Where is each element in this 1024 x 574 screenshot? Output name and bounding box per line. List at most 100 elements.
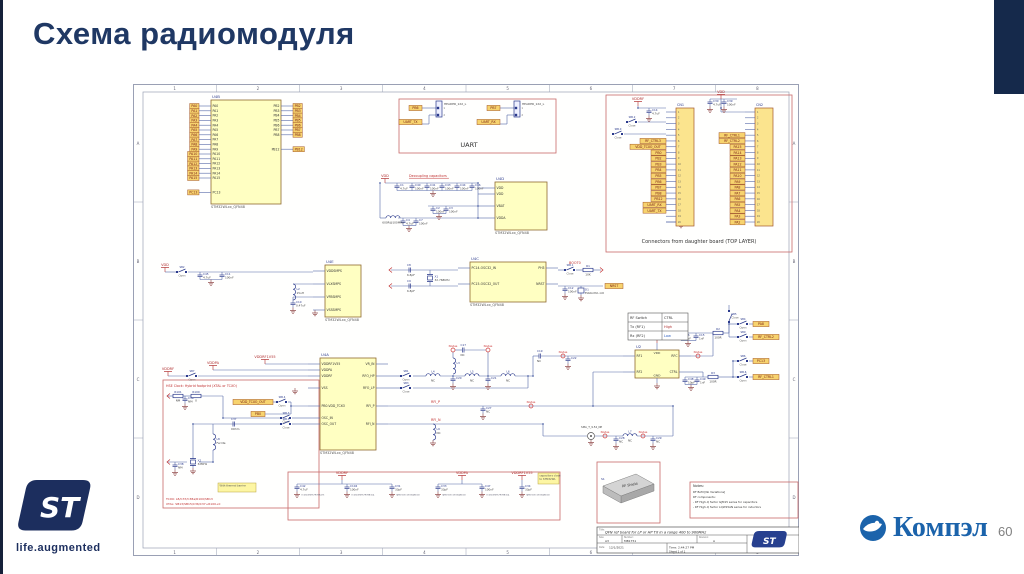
svg-text:NC: NC xyxy=(486,410,490,414)
svg-text:PB3: PB3 xyxy=(295,109,301,113)
svg-text:100nF: 100nF xyxy=(350,488,359,492)
svg-text:Open: Open xyxy=(189,378,196,382)
test-node: Nodes xyxy=(559,350,568,359)
svg-text:9: 9 xyxy=(757,157,759,160)
svg-text:PA7: PA7 xyxy=(191,138,197,142)
net-label: PA6 xyxy=(729,196,746,202)
net-label: PA12 xyxy=(729,161,746,168)
svg-text:C45: C45 xyxy=(203,272,209,276)
svg-text:PB4: PB4 xyxy=(295,114,301,118)
svg-text:19: 19 xyxy=(678,215,681,218)
svg-text:C3: C3 xyxy=(449,206,453,210)
svg-text:11: 11 xyxy=(678,169,681,172)
svg-text:1: 1 xyxy=(173,550,176,555)
ground-symbol xyxy=(707,106,713,113)
svg-text:7: 7 xyxy=(757,146,759,149)
sma-connector xyxy=(587,432,595,440)
test-node: Nodes xyxy=(601,430,610,439)
svg-text:C31: C31 xyxy=(395,484,401,488)
svg-text:SMA_T_9.52_NP: SMA_T_9.52_NP xyxy=(581,425,603,429)
svg-text:Close: Close xyxy=(566,272,573,276)
net-label: PA3 xyxy=(729,213,746,220)
ground-symbol xyxy=(436,213,442,220)
net-label: NRST xyxy=(604,283,624,289)
svg-text:C38: C38 xyxy=(178,462,184,466)
svg-text:CN1: CN1 xyxy=(677,103,684,107)
svg-text:Close: Close xyxy=(628,124,635,128)
svg-text:C47: C47 xyxy=(485,484,491,488)
junction-dot xyxy=(720,107,722,109)
svg-text:Nodes: Nodes xyxy=(639,430,648,434)
svg-text:C8: C8 xyxy=(407,263,411,267)
svg-text:32.768KHz: 32.768KHz xyxy=(435,278,451,282)
net-label: PB3 xyxy=(650,161,667,168)
svg-text:U4D: U4D xyxy=(496,176,504,181)
svg-text:Sheet 1 of 1: Sheet 1 of 1 xyxy=(669,549,686,553)
ground-symbol xyxy=(565,363,571,370)
svg-text:VDD: VDD xyxy=(497,192,504,196)
svg-text:RFI_P: RFI_P xyxy=(431,400,440,404)
svg-text:PA14: PA14 xyxy=(734,151,742,155)
svg-text:VDD_TCXO_OUT: VDD_TCXO_OUT xyxy=(240,400,266,404)
net-label: PA11 xyxy=(729,167,746,173)
svg-text:NRST: NRST xyxy=(610,284,619,288)
svg-text:TCXO: L8/C37/C38a/R100/SB13: TCXO: L8/C37/C38a/R100/SB13 xyxy=(165,497,213,501)
annotation-red: TCXO: L8/C37/C38a/R100/SB13 xyxy=(165,497,213,501)
ic-U4E: U4ESTM32WLxx_QFN48VDDSMPSVLXSMPSVFBSMPSV… xyxy=(313,259,362,322)
svg-text:PA8: PA8 xyxy=(758,322,764,326)
svg-text:C34: C34 xyxy=(525,484,531,488)
svg-text:PB12: PB12 xyxy=(295,147,303,151)
corner-accent-bar xyxy=(994,0,1024,94)
svg-text:A: A xyxy=(713,539,716,543)
svg-text:GND: GND xyxy=(654,374,662,378)
svg-text:PA7: PA7 xyxy=(213,138,219,142)
svg-text:RFC: RFC xyxy=(671,354,677,358)
svg-text:PB0-VDD_TCXO: PB0-VDD_TCXO xyxy=(322,404,346,408)
svg-text:SB3: SB3 xyxy=(403,381,408,385)
svg-text:VDDPA: VDDPA xyxy=(207,361,220,365)
junction-dot xyxy=(732,360,734,362)
svg-text:PA15: PA15 xyxy=(734,145,742,149)
svg-text:CTRL: CTRL xyxy=(670,370,678,374)
junction-dot xyxy=(592,405,594,407)
svg-text:VBAT: VBAT xyxy=(497,204,505,208)
schematic-sheet: 1122334455667788AABBCCDDUARTConnectors f… xyxy=(133,84,799,556)
svg-text:12: 12 xyxy=(678,175,681,178)
svg-text:PA3: PA3 xyxy=(191,119,197,123)
svg-text:PA0: PA0 xyxy=(191,104,197,108)
svg-text:100R: 100R xyxy=(709,380,716,384)
svg-text:Open: Open xyxy=(740,339,747,343)
svg-text:8: 8 xyxy=(757,151,759,154)
svg-text:RFI_N: RFI_N xyxy=(366,422,375,426)
svg-text:100nF: 100nF xyxy=(460,187,469,191)
svg-text:Decoupling capacitors: Decoupling capacitors xyxy=(409,174,447,178)
svg-text:PB2: PB2 xyxy=(274,104,280,108)
svg-text:C49: C49 xyxy=(700,377,706,381)
svg-text:3: 3 xyxy=(678,122,680,125)
svg-text:1: 1 xyxy=(678,111,680,114)
svg-text:C20: C20 xyxy=(456,376,462,380)
offsheet-arrow xyxy=(388,267,393,273)
svg-text:VR_IN: VR_IN xyxy=(365,362,375,366)
junction-dot xyxy=(477,182,479,184)
svg-text:RF Shield: RF Shield xyxy=(622,482,638,489)
net-label: PA7 xyxy=(729,190,746,197)
svg-text:6.8pF: 6.8pF xyxy=(407,289,415,293)
svg-text:NC: NC xyxy=(656,440,660,444)
svg-text:4: 4 xyxy=(423,86,426,91)
svg-text:U4A: U4A xyxy=(321,352,329,357)
svg-text:10pF: 10pF xyxy=(688,381,695,385)
svg-text:ESDALC6V1-1U2: ESDALC6V1-1U2 xyxy=(585,292,605,295)
junction-dot xyxy=(192,423,194,425)
svg-text:PA11: PA11 xyxy=(734,168,742,172)
